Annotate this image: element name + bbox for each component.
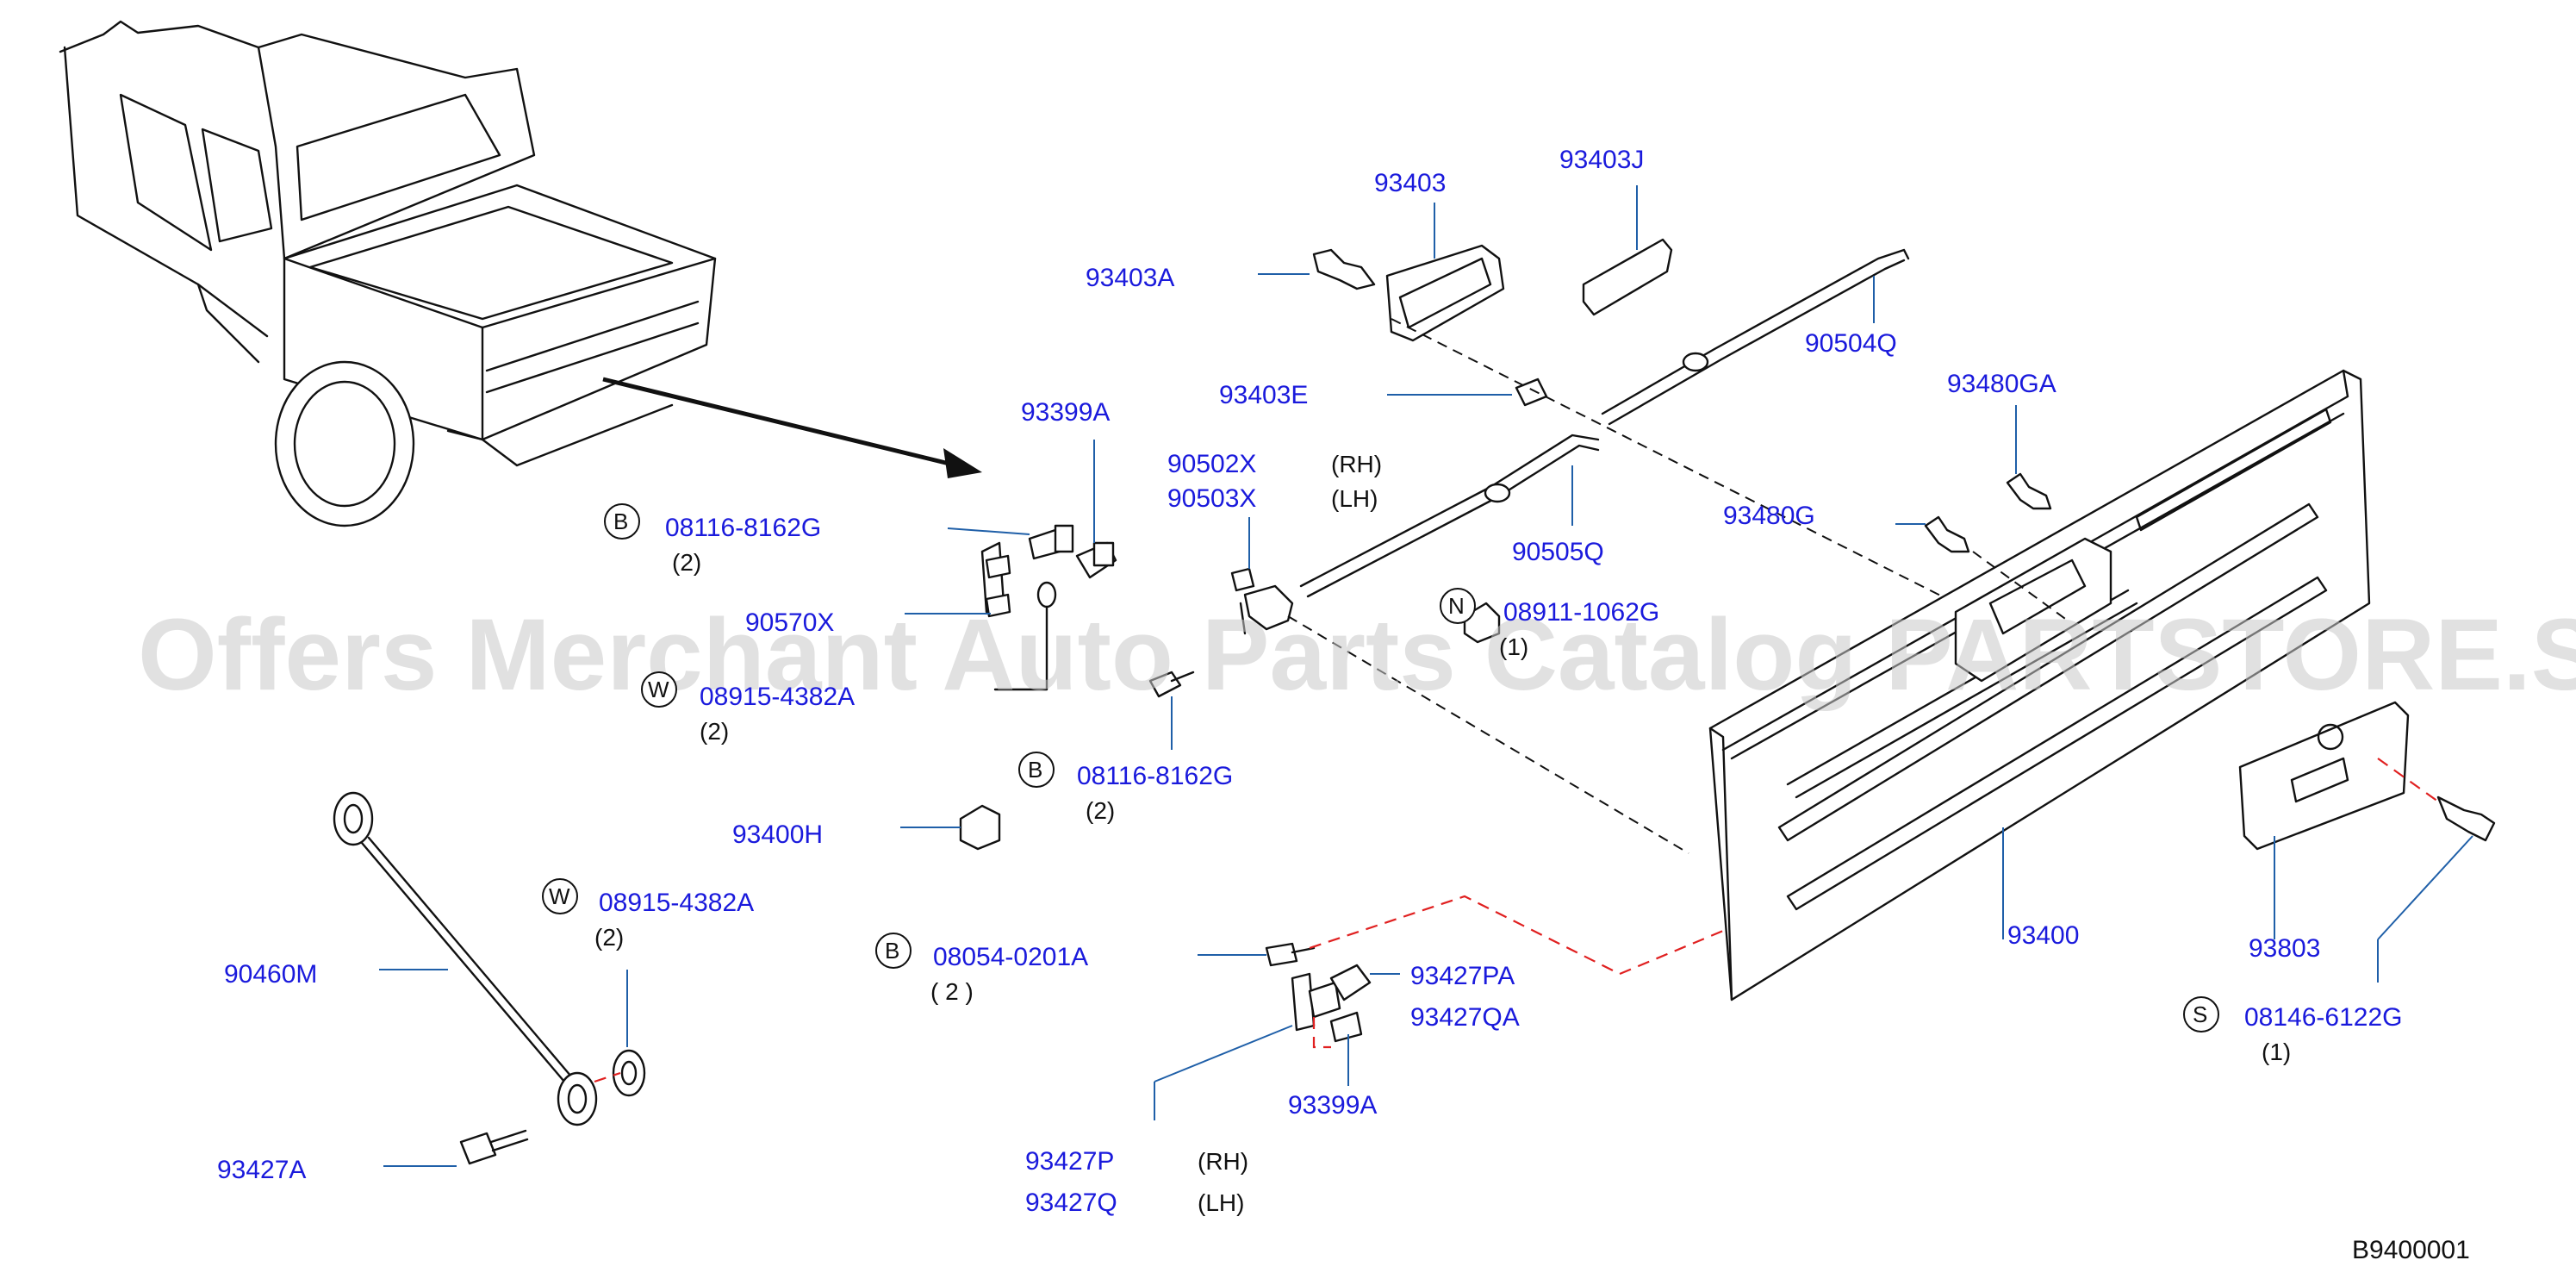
rod-90504Q xyxy=(1601,248,1910,426)
label-08915-4382A-a[interactable]: 08915-4382A xyxy=(700,683,855,711)
circle-mark-b1: B xyxy=(604,503,640,540)
label-93399A-bottom[interactable]: 93399A xyxy=(1288,1091,1377,1120)
license-lamp-parts xyxy=(1258,185,1982,617)
label-90460M[interactable]: 90460M xyxy=(224,960,317,989)
hinge-93427P xyxy=(1154,972,1341,1120)
label-93399A-top[interactable]: 93399A xyxy=(1021,398,1110,427)
label-08116-8162G-b[interactable]: 08116-8162G xyxy=(1077,762,1233,790)
label-93403E[interactable]: 93403E xyxy=(1219,381,1308,409)
label-rh-1: (RH) xyxy=(1331,451,1382,477)
screw-93480GA xyxy=(2006,405,2052,510)
diagram-code: B9400001 xyxy=(2352,1236,2470,1264)
svg-text:B: B xyxy=(613,508,628,534)
truck-illustration xyxy=(59,20,717,527)
label-90504Q[interactable]: 90504Q xyxy=(1805,329,1897,358)
circle-mark-n1: N xyxy=(1440,588,1476,624)
bolt-93427A xyxy=(383,1129,529,1167)
qty-08911: (1) xyxy=(1499,633,1528,660)
label-93427A[interactable]: 93427A xyxy=(217,1156,306,1184)
svg-text:B: B xyxy=(1028,757,1042,783)
label-lh-2: (LH) xyxy=(1198,1189,1244,1216)
label-90502X[interactable]: 90502X xyxy=(1167,450,1256,478)
washer-08915-a xyxy=(993,581,1057,691)
label-93427PA[interactable]: 93427PA xyxy=(1410,962,1515,990)
stud-93399A-bottom xyxy=(1329,1011,1363,1086)
washer-08915-b xyxy=(594,970,646,1097)
watermark: Offers Merchant Auto Parts Catalog PARTS… xyxy=(138,598,2576,712)
circle-mark-b2: B xyxy=(1018,752,1055,788)
label-93480G[interactable]: 93480G xyxy=(1723,502,1815,530)
svg-text:W: W xyxy=(648,677,669,702)
label-08911-1062G[interactable]: 08911-1062G xyxy=(1503,598,1659,627)
qty-08146: (1) xyxy=(2262,1039,2291,1065)
bracket-90570X xyxy=(905,541,1011,618)
label-93400H[interactable]: 93400H xyxy=(732,820,823,849)
label-90503X[interactable]: 90503X xyxy=(1167,484,1256,513)
hinge-93427PA xyxy=(1329,964,1400,1001)
rod-90505Q xyxy=(1299,434,1600,598)
label-93403[interactable]: 93403 xyxy=(1374,169,1446,197)
bolt-08116-b xyxy=(1148,671,1195,750)
svg-text:S: S xyxy=(2193,1001,2207,1027)
circle-mark-w2: W xyxy=(542,878,578,914)
label-93427QA[interactable]: 93427QA xyxy=(1410,1003,1520,1032)
qty-08116-b: (2) xyxy=(1086,797,1115,824)
clip-93400H xyxy=(900,804,1001,851)
svg-text:N: N xyxy=(1448,593,1465,619)
bolt-08116-a xyxy=(947,524,1074,560)
bolt-08146 xyxy=(2377,758,2496,983)
stud-93399A-top xyxy=(1075,440,1117,579)
qty-08915-b: (2) xyxy=(594,924,624,951)
screw-93480G xyxy=(1895,515,2069,621)
check-cable-90460M xyxy=(333,791,598,1126)
label-08146-6122G[interactable]: 08146-6122G xyxy=(2244,1003,2403,1032)
qty-08116-a: (2) xyxy=(672,549,701,576)
label-93803[interactable]: 93803 xyxy=(2249,934,2320,963)
label-93427P[interactable]: 93427P xyxy=(1025,1147,1114,1176)
svg-text:B: B xyxy=(885,938,899,964)
label-lh-1: (LH) xyxy=(1331,485,1378,512)
tailgate-93400 xyxy=(1708,369,2371,1001)
circle-mark-b3: B xyxy=(875,933,912,969)
red-dashed-guide xyxy=(1309,895,1724,1049)
label-90570X[interactable]: 90570X xyxy=(745,608,834,637)
circle-mark-s1: S xyxy=(2183,996,2219,1033)
location-arrow xyxy=(602,377,982,478)
label-90505Q[interactable]: 90505Q xyxy=(1512,538,1604,566)
label-08915-4382A-b[interactable]: 08915-4382A xyxy=(599,889,754,917)
label-93403J[interactable]: 93403J xyxy=(1559,146,1644,174)
label-93427Q[interactable]: 93427Q xyxy=(1025,1189,1117,1217)
latch-90502X xyxy=(1230,517,1689,854)
label-93480GA[interactable]: 93480GA xyxy=(1947,370,2056,398)
circle-mark-w1: W xyxy=(641,671,677,708)
bolt-08054 xyxy=(1198,942,1316,967)
label-08054-0201A[interactable]: 08054-0201A xyxy=(933,943,1088,971)
label-08116-8162G-a[interactable]: 08116-8162G xyxy=(665,514,821,542)
qty-08054: ( 2 ) xyxy=(930,978,974,1005)
label-rh-2: (RH) xyxy=(1198,1148,1248,1175)
label-93403A[interactable]: 93403A xyxy=(1086,264,1174,292)
garnish-93803 xyxy=(2238,701,2410,939)
svg-text:W: W xyxy=(549,883,570,909)
qty-08915-a: (2) xyxy=(700,718,729,745)
label-93400[interactable]: 93400 xyxy=(2007,921,2079,950)
